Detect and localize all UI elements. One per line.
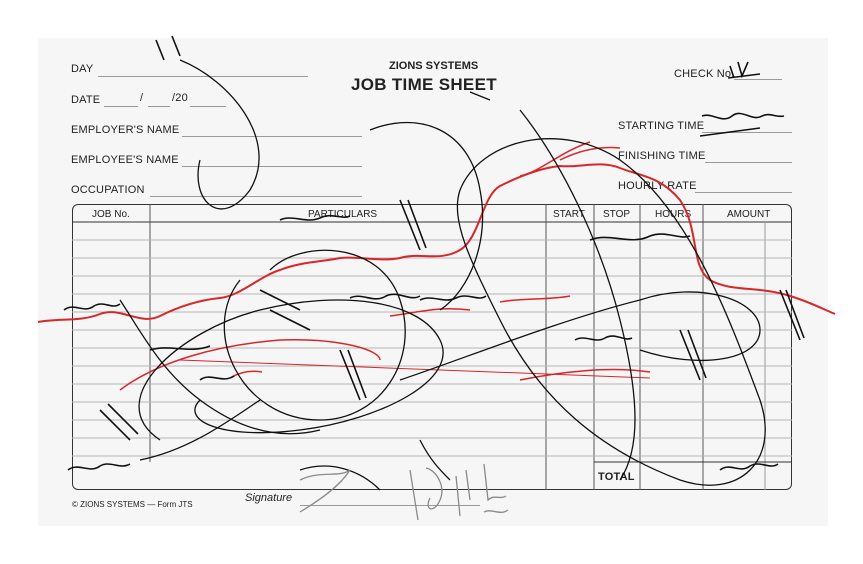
col-start: START xyxy=(553,209,585,220)
hourly-rate-line xyxy=(695,192,792,193)
finishing-time-line xyxy=(705,162,792,163)
date-line-3 xyxy=(190,106,226,107)
black-loop-5 xyxy=(179,59,260,210)
black-loop-7 xyxy=(299,465,381,491)
employee-label: EMPLOYEE'S NAME xyxy=(71,154,179,166)
black-loop-6 xyxy=(369,121,484,311)
total-label: TOTAL xyxy=(598,471,635,483)
date-line-1 xyxy=(104,106,138,107)
day-label: DAY xyxy=(71,63,94,75)
black-loop-8 xyxy=(119,299,321,435)
col-particulars: PARTICULARS xyxy=(308,209,378,220)
black-loop-2 xyxy=(223,249,406,421)
black-loop-4 xyxy=(399,291,761,381)
col-amount: AMOUNT xyxy=(727,209,771,220)
signature-label: Signature xyxy=(245,492,293,504)
date-line-2 xyxy=(148,106,170,107)
date-separator-2: /20 xyxy=(172,92,188,104)
col-job-no: JOB No. xyxy=(92,209,130,220)
check-no-line xyxy=(734,79,782,80)
pencil-signature xyxy=(299,463,509,521)
employee-line xyxy=(182,166,362,167)
col-stop: STOP xyxy=(603,209,631,220)
starting-time-label: STARTING TIME xyxy=(618,120,705,132)
employer-label: EMPLOYER'S NAME xyxy=(71,124,180,136)
date-label: DATE xyxy=(71,94,101,106)
signature-line xyxy=(300,505,480,506)
form-title: JOB TIME SHEET xyxy=(351,75,497,94)
black-loop-1 xyxy=(138,299,444,441)
starting-time-line xyxy=(702,132,792,133)
occupation-line xyxy=(150,196,362,197)
finishing-time-label: FINISHING TIME xyxy=(618,150,706,162)
occupation-label: OCCUPATION xyxy=(71,184,145,196)
black-loop-3 xyxy=(456,138,766,486)
time-sheet-paper xyxy=(38,38,828,526)
employer-line xyxy=(182,136,362,137)
footer-copyright: © ZIONS SYSTEMS — Form JTS xyxy=(72,500,193,509)
job-table xyxy=(72,204,792,490)
brand-name: ZIONS SYSTEMS xyxy=(389,60,479,72)
check-no-label: CHECK No. xyxy=(674,68,735,80)
day-line xyxy=(98,76,308,77)
hourly-rate-label: HOURLY RATE xyxy=(618,180,697,192)
date-separator-1: / xyxy=(140,92,144,104)
